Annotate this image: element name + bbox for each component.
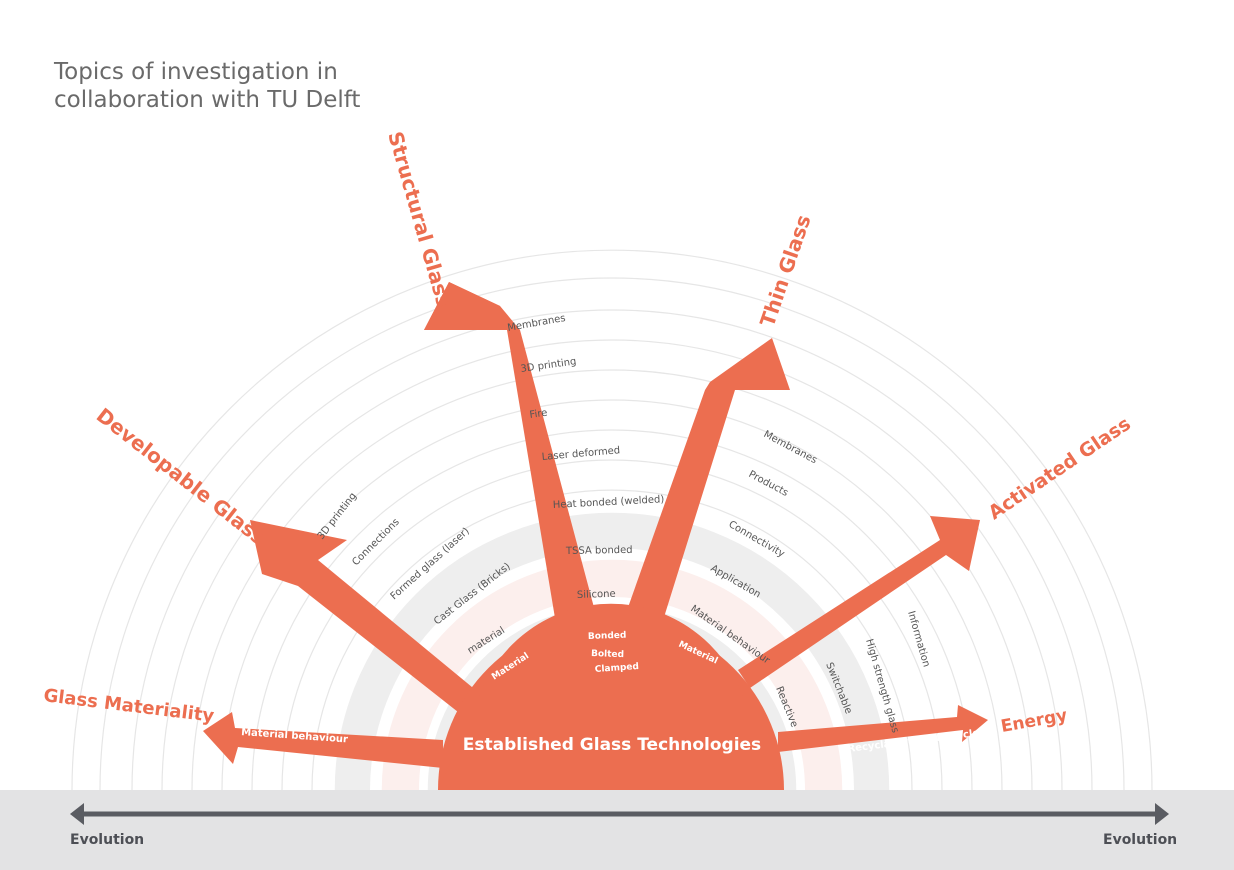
branch-activated-glass: Activated Glass [984,413,1134,524]
arrow-glass-materiality [203,712,443,768]
topic-str-silicone: Silicone [577,589,616,601]
ring [191,369,1033,791]
arrow-energy [778,705,988,752]
band-border [380,558,844,791]
ring [71,249,1153,791]
arrow-structural-glass [424,282,600,630]
branch-thin-glass: Thin Glass [755,212,816,330]
core-label: Established Glass Technologies [463,735,761,755]
evolution-label-right: Evolution [1103,832,1178,848]
arrow-activated-glass [738,516,980,688]
branch-glass-materiality: Glass Materiality [42,685,215,727]
topic-str-heat-bonded: Heat bonded (welded) [553,494,665,511]
title-line-2: collaboration with TU Delft [54,87,361,113]
rings [71,249,1153,791]
evolution-axis [70,803,1169,825]
band-border [333,511,891,791]
title-line-1: Topics of investigation in [54,59,338,85]
ring [251,429,973,791]
branch-structural-glass: Structural Glass [383,129,456,310]
topic-dev-3d-printing: 3D printing [316,491,359,542]
ring [311,489,913,791]
page-title: Topics of investigation in collaboration… [54,58,360,114]
topic-str-fire: Fire [529,408,548,421]
topic-act-information: Information [905,610,932,669]
core-item-clamped: Clamped [595,662,640,675]
ring [221,399,1003,791]
band-heat-bonded [334,512,890,791]
core-item-bonded: Bonded [588,631,627,642]
footer-bar [0,790,1234,870]
band-tssa-bonded [381,559,843,791]
ring [161,339,1063,791]
evolution-arrowhead-left [70,803,84,825]
evolution-label-left: Evolution [70,832,145,848]
ring [99,277,1125,791]
ring [131,309,1093,791]
arrow-developable-glass [250,520,478,712]
topic-str-tssa-bonded: TSSA bonded [565,545,633,557]
topic-thin-membranes: Membranes [762,429,819,466]
evolution-arrowhead-right [1155,803,1169,825]
arrow-thin-glass [620,338,790,630]
arrows [203,282,988,768]
branch-developable-glass: Developable Glass [92,403,270,550]
core-item-bolted: Bolted [591,649,624,660]
ring [281,459,943,791]
arrow-structural-glass-head [424,282,507,330]
core-top-cap [438,603,784,790]
